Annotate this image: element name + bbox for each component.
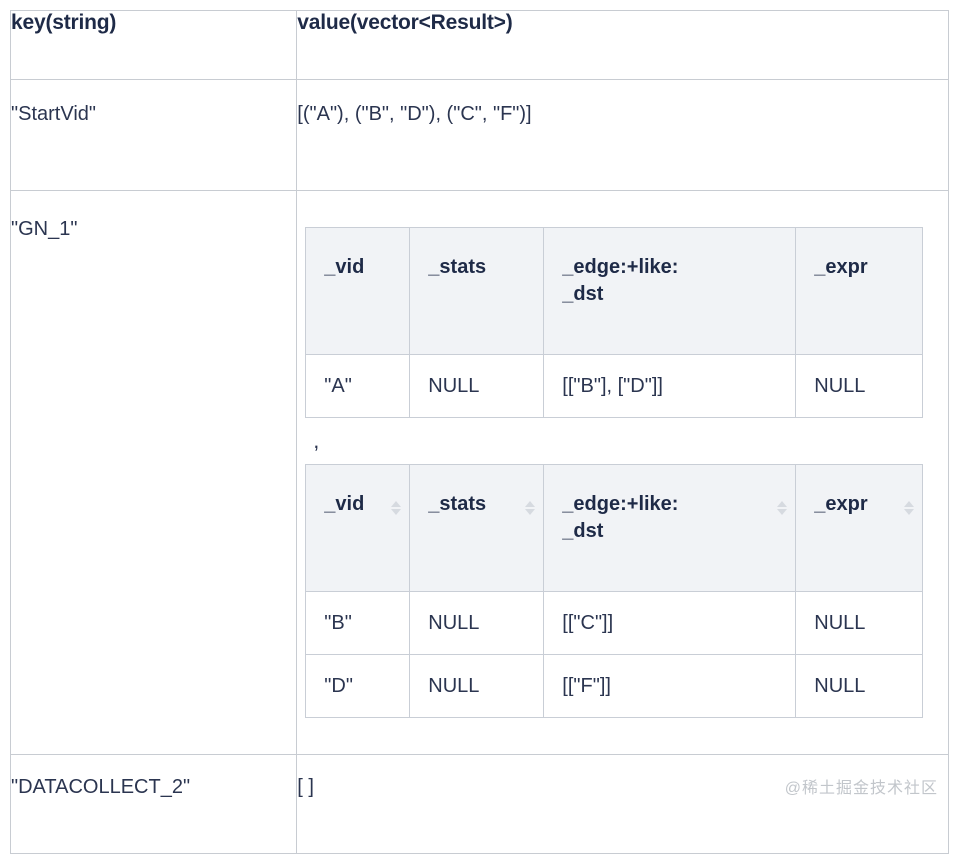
inner-column-header-vid: _vid (305, 227, 411, 355)
inner-cell-stats: NULL (409, 591, 545, 655)
cell-value-datacollect: [ ] (296, 754, 949, 854)
cell-value-startvid: [("A"), ("B", "D"), ("C", "F")] (296, 79, 949, 191)
inner-table-row: "D" NULL [["F"]] NULL (305, 654, 924, 718)
inner-column-label-vid: _vid (324, 256, 365, 278)
table-row-startvid: "StartVid" [("A"), ("B", "D"), ("C", "F"… (9, 79, 949, 191)
inner-column-header-stats: _stats (409, 227, 545, 355)
inner-result-table-1: _vid _stats _edge:+like:_dst _expr (305, 227, 924, 418)
sort-descending-icon[interactable] (391, 509, 402, 515)
inner-column-header-expr[interactable]: _expr (795, 464, 924, 592)
inner-cell-vid: "A" (305, 354, 411, 418)
inner-cell-edge-dst: [["C"]] (543, 591, 797, 655)
inner-cell-expr: NULL (795, 654, 924, 718)
sort-ascending-icon[interactable] (777, 501, 788, 507)
inner-cell-vid: "B" (305, 591, 411, 655)
inner-header-row: _vid _stats _edge:+like:_dst _expr (305, 227, 924, 355)
cell-key-startvid: "StartVid" (9, 79, 298, 191)
inner-column-header-expr: _expr (795, 227, 924, 355)
result-table: key(string) value(vector<Result>) "Start… (9, 10, 949, 854)
inner-column-label-stats: _stats (428, 493, 487, 515)
sort-arrows-icon[interactable] (391, 501, 402, 515)
inner-cell-expr: NULL (795, 354, 924, 418)
table-header-row: key(string) value(vector<Result>) (9, 10, 949, 80)
inner-cell-edge-dst: [["F"]] (543, 654, 797, 718)
inner-table-stack: _vid _stats _edge:+like:_dst _expr (297, 191, 948, 754)
sort-descending-icon[interactable] (525, 509, 536, 515)
sort-ascending-icon[interactable] (525, 501, 536, 507)
table-row-datacollect: "DATACOLLECT_2" [ ] (9, 754, 949, 854)
sort-descending-icon[interactable] (904, 509, 915, 515)
inner-column-label-vid: _vid (324, 493, 365, 515)
cell-value-gn1: _vid _stats _edge:+like:_dst _expr (296, 190, 949, 755)
inner-column-label-expr: _expr (814, 493, 868, 515)
sort-arrows-icon[interactable] (525, 501, 536, 515)
sort-arrows-icon[interactable] (904, 501, 915, 515)
inner-cell-vid: "D" (305, 654, 411, 718)
inner-column-label-expr: _expr (814, 256, 868, 278)
inner-column-label-stats: _stats (428, 256, 487, 278)
sort-arrows-icon[interactable] (777, 501, 788, 515)
inner-column-header-edge-dst: _edge:+like:_dst (543, 227, 797, 355)
inner-cell-edge-dst: [["B"], ["D"]] (543, 354, 797, 418)
sort-ascending-icon[interactable] (391, 501, 402, 507)
inner-column-header-stats[interactable]: _stats (409, 464, 545, 592)
inner-column-label-edge-dst: _edge:+like:_dst (562, 256, 679, 305)
inner-column-header-vid[interactable]: _vid (305, 464, 411, 592)
watermark: @稀土掘金技术社区 (784, 780, 938, 797)
inner-header-row: _vid _stats (305, 464, 924, 592)
table-row-gn1: "GN_1" _vid (9, 190, 949, 755)
cell-key-gn1: "GN_1" (9, 190, 298, 755)
inner-cell-stats: NULL (409, 354, 545, 418)
inner-result-table-2: _vid _stats (305, 464, 924, 718)
inner-table-separator: , (313, 428, 320, 453)
column-header-key: key(string) (9, 10, 298, 80)
sort-ascending-icon[interactable] (904, 501, 915, 507)
inner-cell-expr: NULL (795, 591, 924, 655)
inner-cell-stats: NULL (409, 654, 545, 718)
sort-descending-icon[interactable] (777, 509, 788, 515)
inner-table-row: "B" NULL [["C"]] NULL (305, 591, 924, 655)
cell-key-datacollect: "DATACOLLECT_2" (9, 754, 298, 854)
inner-column-header-edge-dst[interactable]: _edge:+like:_dst (543, 464, 797, 592)
inner-column-label-edge-dst: _edge:+like:_dst (562, 493, 679, 542)
inner-table-row: "A" NULL [["B"], ["D"]] NULL (305, 354, 924, 418)
column-header-value: value(vector<Result>) (296, 10, 949, 80)
